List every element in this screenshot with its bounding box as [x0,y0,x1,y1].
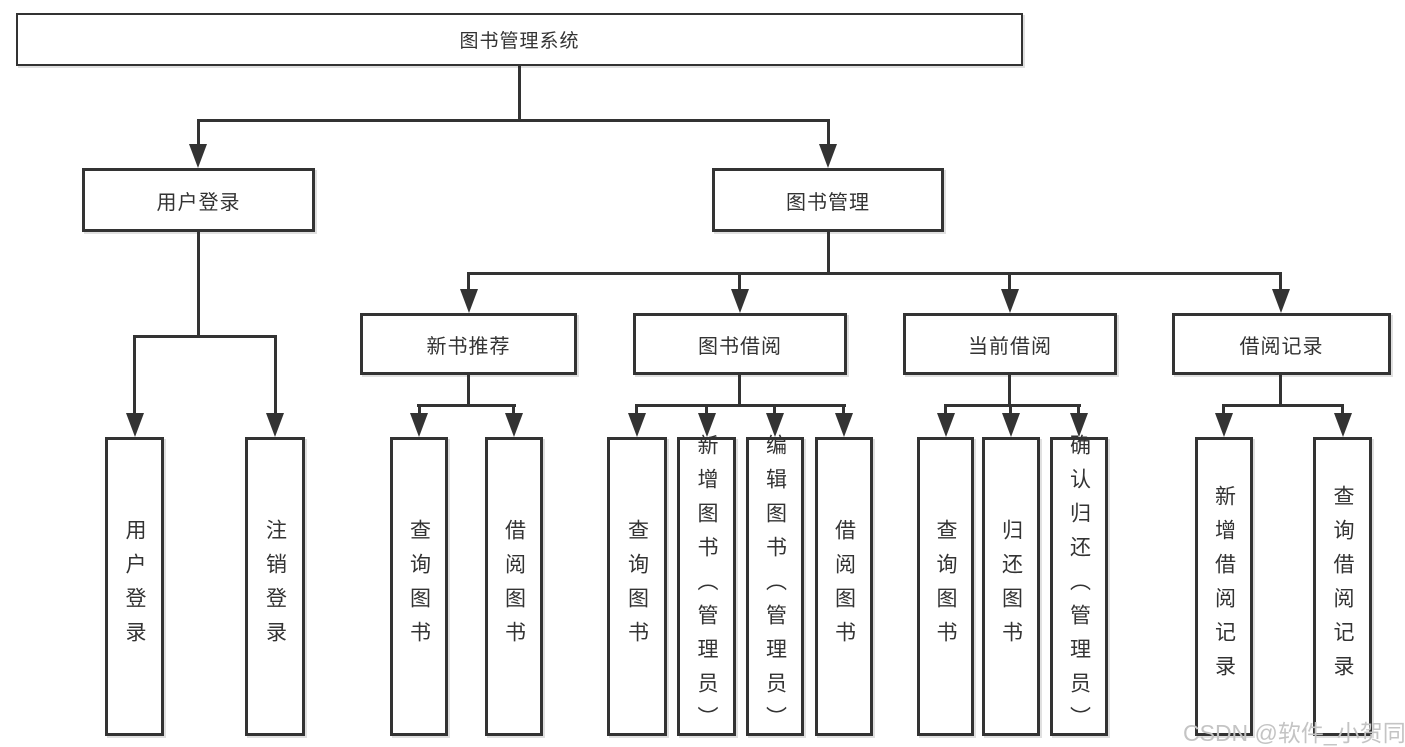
node-recommend-query-books: 查询图书 [390,437,448,736]
node-label: 注销登录 [263,518,287,655]
arrow-down-icon [410,413,428,437]
connector-line [467,272,470,291]
node-label: 编辑图书（管理员） [763,433,787,740]
node-user-login: 用户登录 [82,168,315,232]
node-label: 用户登录 [123,518,146,655]
node-return-books: 归还图书 [982,437,1040,736]
arrow-down-icon [731,289,749,313]
arrow-down-icon [266,413,284,437]
connector-line [1279,272,1282,291]
connector-line [1008,374,1011,407]
connector-line [518,66,521,122]
connector-line [738,374,741,407]
connector-line [1222,404,1225,416]
arrow-down-icon [126,413,144,437]
connector-line [467,272,1282,275]
connector-line [133,335,136,415]
node-borrow-query-books: 查询图书 [607,437,667,736]
connector-line [418,404,421,416]
node-label: 确认归还（管理员） [1067,433,1091,740]
connector-line [705,404,708,416]
connector-line [827,119,830,146]
node-current-borrow: 当前借阅 [903,313,1117,375]
connector-line [197,119,200,146]
arrow-down-icon [1002,413,1020,437]
node-recommend-borrow-books: 借阅图书 [485,437,543,736]
node-label: 查询图书 [625,518,649,655]
node-book-management: 图书管理 [712,168,944,232]
node-root: 图书管理系统 [16,13,1023,66]
connector-line [1077,404,1080,416]
node-label: 归还图书 [999,518,1023,655]
node-add-book-admin: 新增图书（管理员） [677,434,736,740]
node-borrow-records: 借阅记录 [1172,313,1391,375]
connector-line [738,272,741,291]
node-query-borrow-record: 查询借阅记录 [1313,437,1372,736]
node-user-login-leaf: 用户登录 [105,437,164,736]
connector-line [512,404,515,416]
node-label: 查询图书 [934,518,957,655]
node-label: 新增图书（管理员） [695,433,718,740]
connector-line [773,404,776,416]
connector-line [1009,404,1012,416]
arrow-down-icon [189,144,207,168]
arrow-down-icon [1001,289,1019,313]
connector-line [635,404,638,416]
connector-line [635,404,846,407]
connector-line [133,335,277,338]
node-add-borrow-record: 新增借阅记录 [1195,437,1253,736]
node-label: 借阅图书 [502,518,526,655]
connector-line [274,335,277,415]
arrow-down-icon [1272,289,1290,313]
connector-line [1279,374,1282,407]
node-label: 借阅图书 [832,518,856,655]
node-current-query-books: 查询图书 [917,437,974,736]
node-new-book-recommend: 新书推荐 [360,313,577,375]
connector-line [197,119,829,122]
csdn-watermark: CSDN @软件_小贺同学 [1183,720,1405,746]
connector-line [944,404,1081,407]
connector-line [1222,404,1344,407]
node-book-borrow: 图书借阅 [633,313,847,375]
node-label: 查询图书 [407,518,431,655]
node-borrow-books-leaf: 借阅图书 [815,437,873,736]
arrow-down-icon [698,413,716,437]
arrow-down-icon [1334,413,1352,437]
connector-line [944,404,947,416]
arrow-down-icon [835,413,853,437]
connector-line [827,232,830,275]
node-label: 新增借阅记录 [1212,484,1236,689]
node-label: 查询借阅记录 [1331,484,1354,689]
connector-line [467,374,470,407]
connector-line [1341,404,1344,416]
node-logout: 注销登录 [245,437,305,736]
arrow-down-icon [505,413,523,437]
arrow-down-icon [460,289,478,313]
arrow-down-icon [937,413,955,437]
connector-line [842,404,845,416]
connector-line [417,404,516,407]
node-confirm-return-admin: 确认归还（管理员） [1050,434,1108,740]
arrow-down-icon [819,144,837,168]
arrow-down-icon [766,413,784,437]
arrow-down-icon [628,413,646,437]
connector-line [1008,272,1011,291]
connector-line [197,232,200,338]
node-edit-book-admin: 编辑图书（管理员） [746,434,804,740]
arrow-down-icon [1070,413,1088,437]
arrow-down-icon [1215,413,1233,437]
